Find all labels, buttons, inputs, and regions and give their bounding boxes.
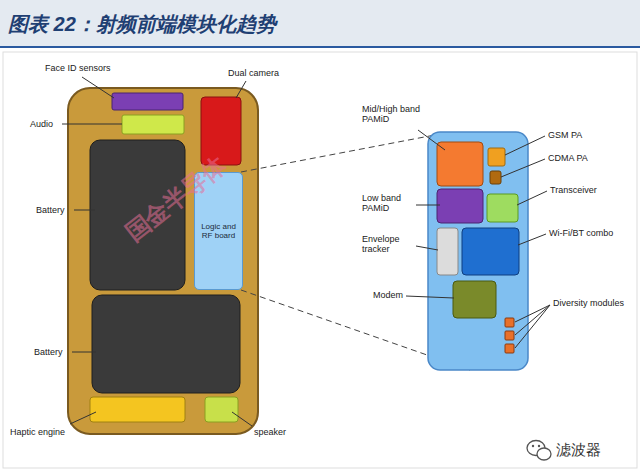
phone-body <box>68 88 258 434</box>
title-rule <box>0 46 640 48</box>
cdma-pa <box>490 171 501 184</box>
modem-chip <box>453 281 496 318</box>
part-label: Mid/High band PAMiD <box>362 104 432 125</box>
title-bar <box>0 0 640 46</box>
part-label: Envelope tracker <box>362 234 414 255</box>
haptic-engine <box>90 397 185 422</box>
zoom-line <box>241 134 440 172</box>
part-label: GSM PA <box>548 130 582 140</box>
speaker-part <box>205 397 238 422</box>
part-label: Transceiver <box>550 185 597 195</box>
wifi-bt-chip <box>462 228 519 275</box>
part-label: Wi-Fi/BT combo <box>549 228 613 238</box>
part-label: Modem <box>373 290 403 300</box>
part-label: Battery <box>36 205 65 215</box>
part-label: Dual camera <box>228 68 279 78</box>
part-label: Battery <box>34 347 63 357</box>
part-label: speaker <box>254 427 286 437</box>
watermark-source: 滤波器 <box>556 441 601 458</box>
part-label: CDMA PA <box>548 153 588 163</box>
part-label: Haptic engine <box>10 427 65 437</box>
battery-cell <box>92 295 240 393</box>
envelope-tracker <box>437 228 458 275</box>
diversity-module <box>505 331 514 340</box>
part-label: Audio <box>30 119 53 129</box>
board-label: Logic and RF board <box>195 220 242 242</box>
figure-title: 图表 22：射频前端模块化趋势 <box>8 11 276 38</box>
face-id-sensor <box>112 93 183 110</box>
diversity-module <box>505 344 514 353</box>
leader-lines <box>62 77 550 426</box>
audio-part <box>122 115 184 134</box>
diversity-module <box>505 318 514 327</box>
wechat-icon <box>527 441 551 461</box>
dual-camera <box>201 97 241 165</box>
image-frame <box>3 52 637 468</box>
part-label: Low band PAMiD <box>362 193 414 214</box>
gsm-pa <box>488 148 505 166</box>
rf-board-zoom <box>428 132 528 370</box>
pamid-low <box>437 189 483 223</box>
part-label: Diversity modules <box>553 298 624 308</box>
transceiver-chip <box>487 194 518 222</box>
part-label: Face ID sensors <box>45 63 111 73</box>
